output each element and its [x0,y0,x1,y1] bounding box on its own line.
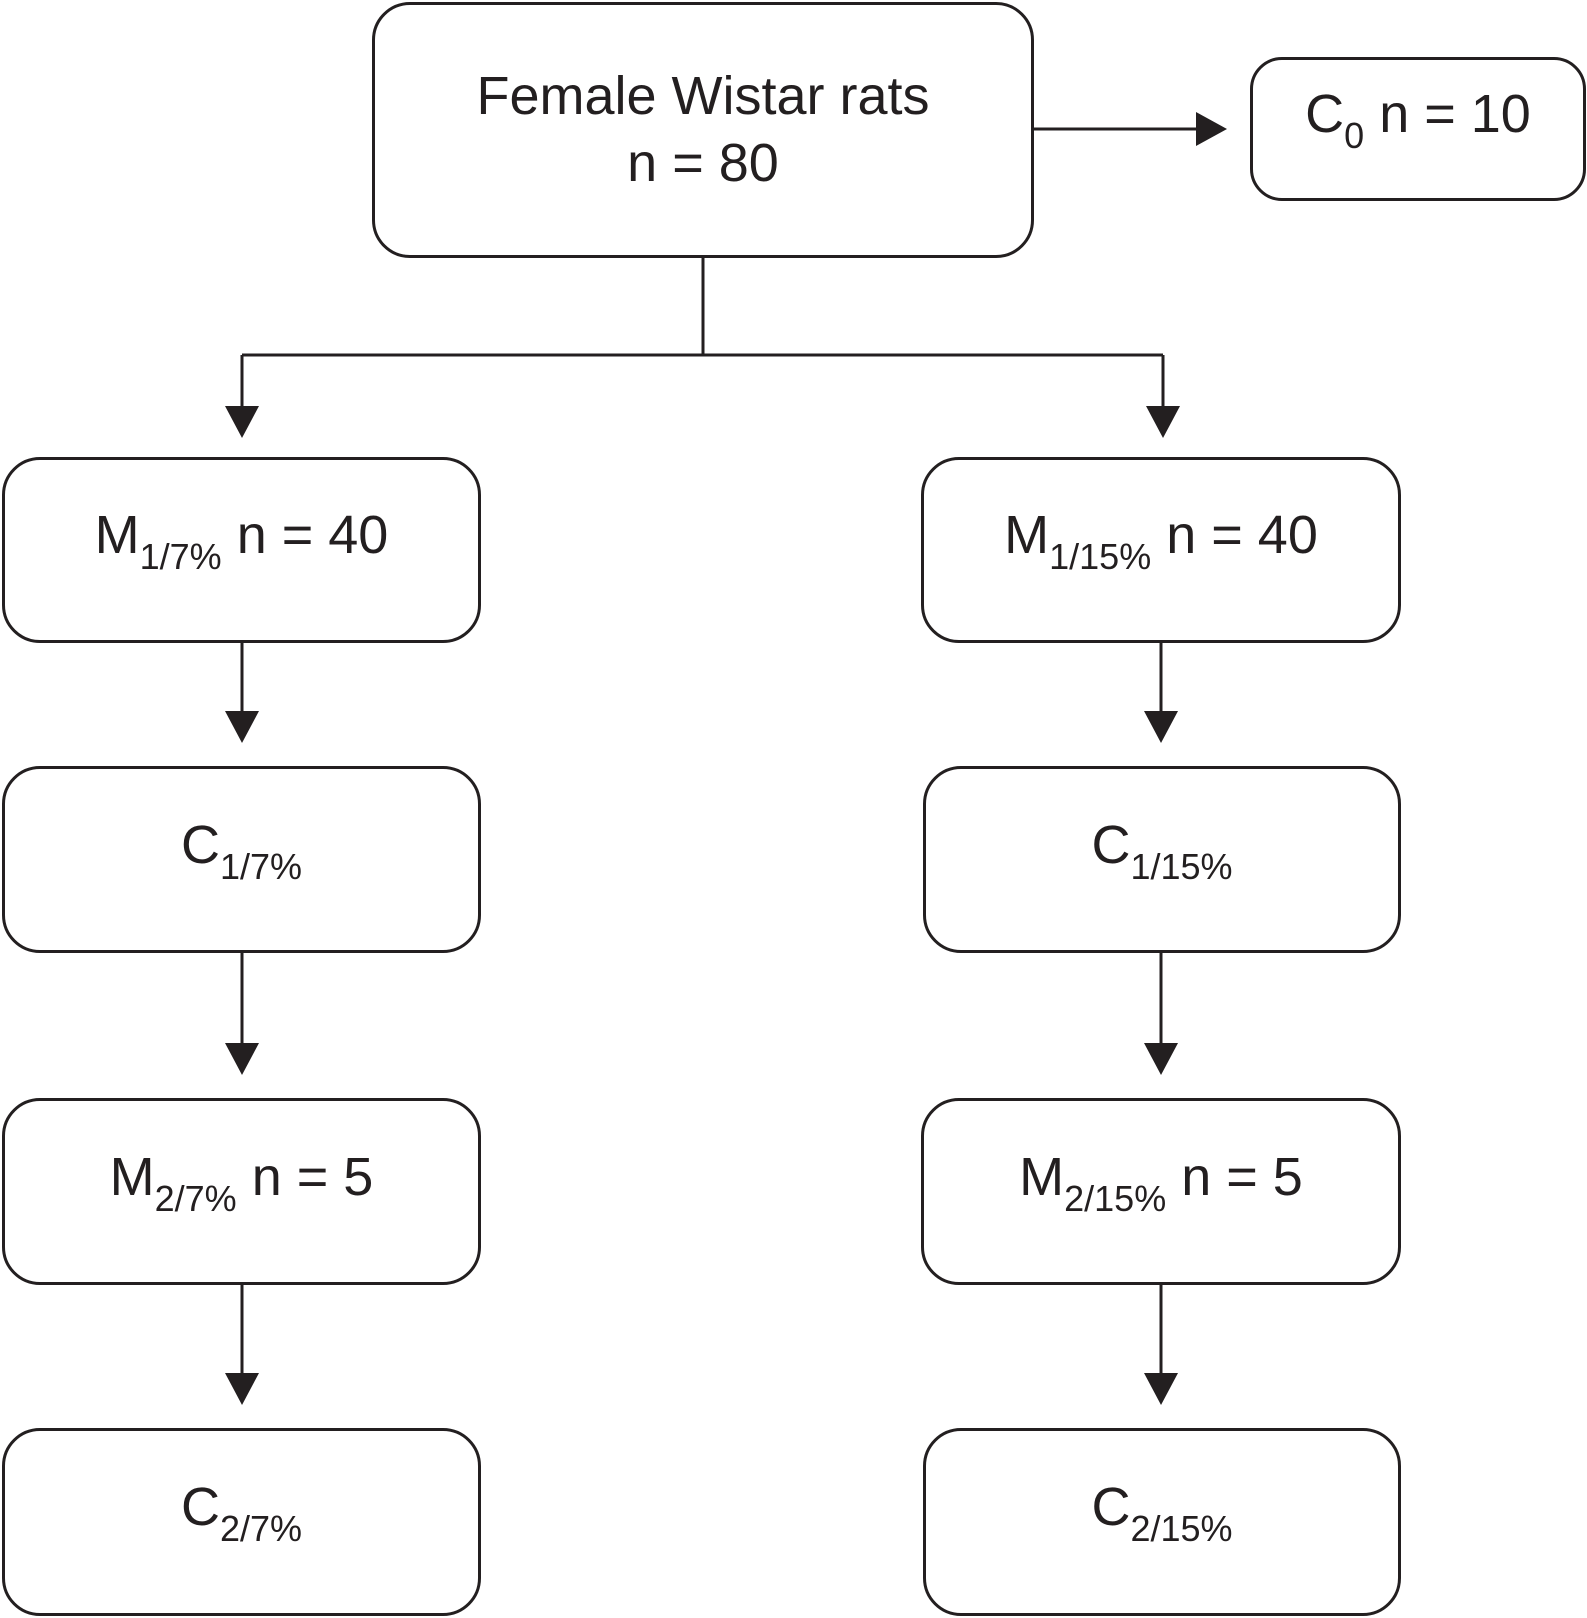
node-m1-15: M1/15% n = 40 [921,457,1401,643]
arrowhead-c1-7 [225,711,259,743]
node-c1-7-base: C [180,814,220,875]
node-m2-7-base: M [109,1146,155,1207]
node-c1-7: C1/7% [2,766,481,953]
node-m2-15-base: M [1019,1146,1065,1207]
node-c1-7-sub: 1/7% [219,845,303,887]
node-c2-7-sub: 2/7% [219,1508,303,1550]
node-c2-7-base: C [180,1477,220,1538]
node-m2-7-count: n = 5 [251,1146,374,1207]
node-c2-7: C2/7% [2,1428,481,1616]
arrowhead-c2-7 [225,1373,259,1405]
arrowhead-m1-7 [225,406,259,438]
root-title: Female Wistar rats [476,65,930,126]
arrowhead-m2-15 [1144,1043,1178,1075]
node-c1-15-sub: 1/15% [1130,845,1233,887]
node-m1-15-base: M [1004,505,1050,566]
node-m2-15: M2/15% n = 5 [921,1098,1401,1285]
node-m1-7-count: n = 40 [236,505,389,566]
node-c2-15-base: C [1091,1477,1131,1538]
arrowhead-m2-7 [225,1043,259,1075]
node-m2-7-sub: 2/7% [154,1177,237,1219]
node-m1-15-count: n = 40 [1166,505,1318,566]
node-m1-15-sub: 1/15% [1049,536,1152,578]
arrowhead-c2-15 [1144,1373,1178,1405]
node-m1-7: M1/7% n = 40 [2,457,481,643]
node-m2-15-sub: 2/15% [1064,1177,1167,1219]
node-c2-15-sub: 2/15% [1130,1508,1233,1550]
node-m2-15-count: n = 5 [1181,1146,1303,1207]
arrowhead-c0 [1196,112,1227,146]
node-c2-15: C2/15% [923,1428,1401,1616]
node-m2-7: M2/7% n = 5 [2,1098,481,1285]
node-female-wistar-rats: Female Wistar rats n = 80 [372,2,1034,258]
node-c0-base: C [1305,84,1345,145]
node-c1-15: C1/15% [923,766,1401,953]
node-c1-15-base: C [1091,814,1131,875]
node-c0: C0 n = 10 [1250,57,1586,201]
root-count: n = 80 [627,133,779,193]
node-c0-count: n = 10 [1379,84,1531,145]
node-m1-7-sub: 1/7% [139,536,222,578]
arrowhead-c1-15 [1144,711,1178,743]
node-c0-sub: 0 [1344,115,1365,157]
arrowhead-m1-15 [1146,406,1180,438]
node-m1-7-base: M [94,505,140,566]
